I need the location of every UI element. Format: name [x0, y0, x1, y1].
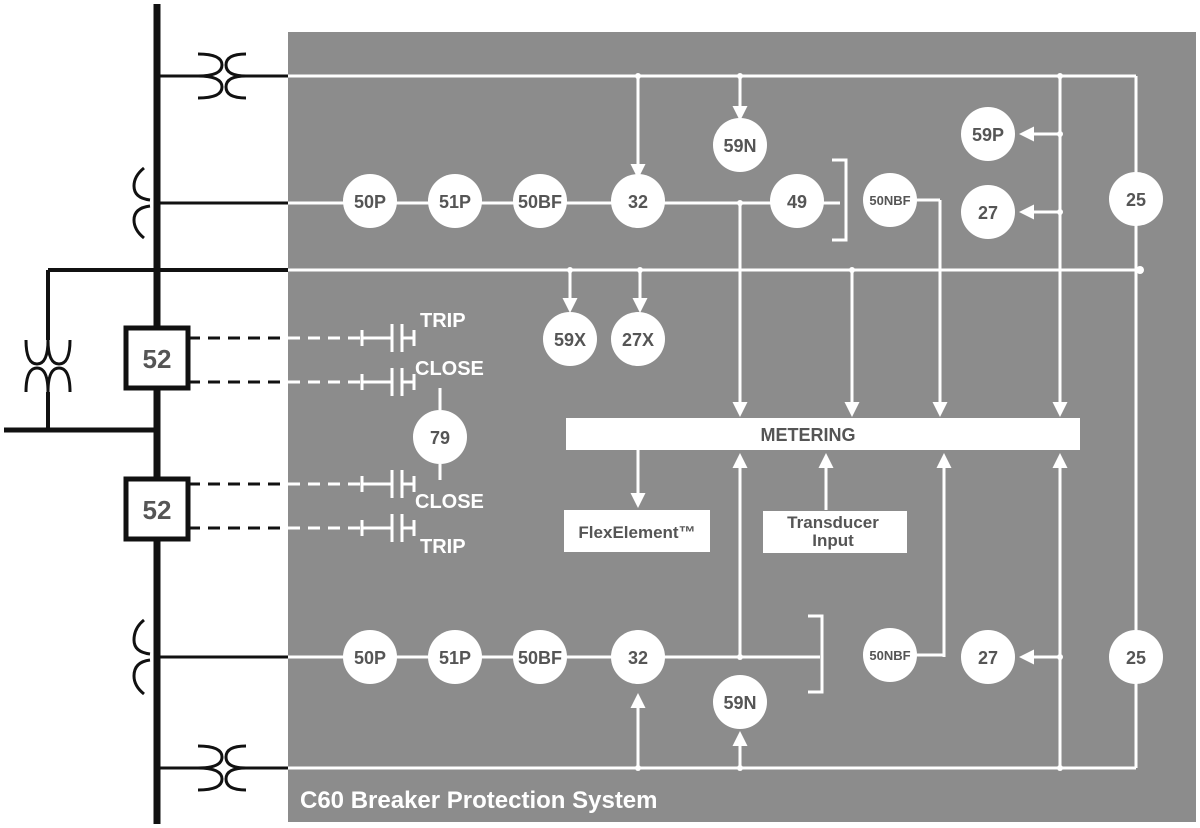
relay-27-top: 27 [978, 203, 998, 223]
transducer-label-line2: Input [812, 531, 854, 550]
metering-label: METERING [760, 425, 855, 445]
relay-25-bottom: 25 [1126, 648, 1146, 668]
relay-51P-top: 51P [439, 192, 471, 212]
flexelement-box [564, 510, 710, 552]
system-title: C60 Breaker Protection System [300, 787, 658, 814]
relay-27X: 27X [622, 330, 654, 350]
relay-32-bottom: 32 [628, 648, 648, 668]
contact-glyphs [360, 324, 416, 542]
metering-box [566, 418, 1080, 450]
relay-27-bottom: 27 [978, 648, 998, 668]
summation-brackets [808, 158, 848, 694]
relay-59N-top: 59N [723, 136, 756, 156]
breaker-52-lower-label: 52 [143, 495, 172, 525]
relay-79: 79 [430, 428, 450, 448]
breaker-52-upper-label: 52 [143, 344, 172, 374]
relay-50BF-bottom: 50BF [518, 648, 562, 668]
contact-label-close-lower: CLOSE [415, 491, 484, 513]
contact-label-trip-upper: TRIP [420, 310, 466, 332]
contact-label-close-upper: CLOSE [415, 358, 484, 380]
transducer-input-box [763, 511, 907, 553]
breaker-52-upper [123, 325, 191, 391]
relay-50NBF-top: 50NBF [869, 193, 910, 208]
relay-51P-bottom: 51P [439, 648, 471, 668]
relay-49: 49 [787, 192, 807, 212]
relay-59X: 59X [554, 330, 586, 350]
output-contacts [288, 336, 360, 530]
relay-32-top: 32 [628, 192, 648, 212]
breaker-52-lower [123, 476, 191, 542]
bottom-current-transformer [132, 618, 151, 696]
relay-59P: 59P [972, 125, 1004, 145]
left-voltage-transformer [24, 339, 72, 393]
flexelement-label: FlexElement™ [578, 523, 695, 542]
primary-system: 52 52 [4, 4, 288, 824]
bottom-voltage-transformer [197, 744, 288, 792]
relay-50P-top: 50P [354, 192, 386, 212]
relay-50BF-top: 50BF [518, 192, 562, 212]
junction-dots [567, 73, 1144, 771]
relay-59N-bottom: 59N [723, 693, 756, 713]
top-current-transformer [132, 166, 151, 240]
relay-25-top: 25 [1126, 190, 1146, 210]
relay-functions: 50P 51P 50BF 32 49 50NBF 59N 59P 27 25 5… [343, 107, 1163, 729]
contact-label-trip-lower: TRIP [420, 536, 466, 558]
top-voltage-transformer [197, 52, 288, 100]
relay-50P-bottom: 50P [354, 648, 386, 668]
control-wiring [188, 336, 288, 530]
transducer-label-line1: Transducer [787, 513, 879, 532]
relay-50NBF-bottom: 50NBF [869, 648, 910, 663]
